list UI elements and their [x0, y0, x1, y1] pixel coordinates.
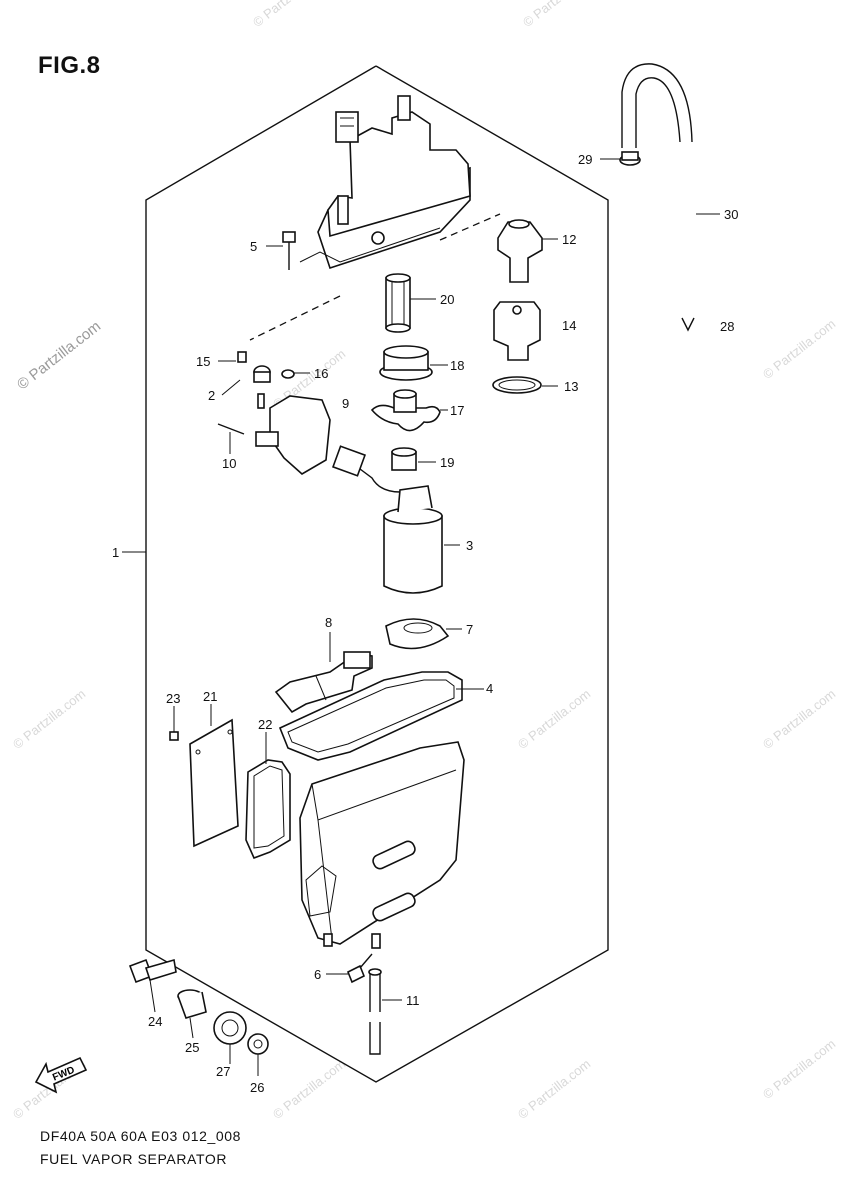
- callout-5: 5: [250, 239, 257, 254]
- model-code: DF40A 50A 60A E03 012_008: [40, 1128, 242, 1144]
- screw-6: [346, 953, 373, 984]
- callout-8: 8: [325, 615, 332, 630]
- hose-30: [621, 63, 693, 148]
- callout-13: 13: [564, 379, 578, 394]
- callout-18: 18: [450, 358, 464, 373]
- gasket-4: [278, 671, 463, 761]
- callout-27: 27: [216, 1064, 230, 1079]
- collar-25: [177, 989, 207, 1019]
- callout-1: 1: [112, 545, 119, 560]
- callout-6: 6: [314, 967, 321, 982]
- callout-25: 25: [185, 1040, 199, 1055]
- callout-12: 12: [562, 232, 576, 247]
- callout-10: 10: [222, 456, 236, 471]
- bracket-9: [255, 395, 331, 475]
- gasket-22: [245, 759, 291, 860]
- clip-28: [681, 317, 695, 332]
- hose-11: [368, 968, 382, 1055]
- callout-7: 7: [466, 622, 473, 637]
- bolt-24: [128, 958, 177, 984]
- callout-17: 17: [450, 403, 464, 418]
- figure-title: FIG.8: [38, 52, 101, 79]
- callout-3: 3: [466, 538, 473, 553]
- screw-5: [282, 231, 296, 270]
- seal-2: [253, 365, 271, 383]
- separator-cover: [299, 95, 471, 270]
- callout-26: 26: [250, 1080, 264, 1095]
- callout-29: 29: [578, 152, 592, 167]
- callout-21: 21: [203, 689, 217, 704]
- cushion-18: [379, 345, 433, 381]
- grommet-27: [213, 1011, 247, 1045]
- callout-2: 2: [208, 388, 215, 403]
- callout-22: 22: [258, 717, 272, 732]
- plate-21: [189, 718, 239, 848]
- screw-23: [169, 731, 179, 741]
- washer-26: [247, 1033, 269, 1055]
- grommet-19: [391, 447, 417, 471]
- callout-30: 30: [724, 207, 738, 222]
- holder-14: [493, 301, 541, 361]
- forward-arrow-label: FWD: [51, 1065, 76, 1084]
- callout-15: 15: [196, 354, 210, 369]
- assembly-outline: [145, 65, 609, 1083]
- forward-arrow-icon: FWD: [34, 1056, 88, 1094]
- o-ring-13: [492, 376, 542, 394]
- assembly-guide-line: [439, 213, 501, 241]
- filter-20: [385, 273, 411, 333]
- leader-lines: [122, 158, 720, 1076]
- callout-23: 23: [166, 691, 180, 706]
- screw-16: [281, 369, 295, 379]
- callout-4: 4: [486, 681, 493, 696]
- pin-10: [217, 423, 245, 435]
- callout-14: 14: [562, 318, 576, 333]
- pin-2: [257, 393, 265, 409]
- plug-15: [237, 351, 247, 363]
- callout-16: 16: [314, 366, 328, 381]
- sensor-8: [274, 651, 373, 714]
- plate-17: [370, 389, 441, 432]
- fuel-pump-3: [331, 445, 443, 594]
- callout-28: 28: [720, 319, 734, 334]
- assembly-guide-line: [249, 295, 341, 341]
- cushion-7: [385, 618, 450, 650]
- callout-19: 19: [440, 455, 454, 470]
- callout-24: 24: [148, 1014, 162, 1029]
- pressure-regulator-12: [497, 219, 543, 283]
- callout-11: 11: [406, 993, 420, 1008]
- clamp-29: [619, 151, 641, 166]
- part-name: FUEL VAPOR SEPARATOR: [40, 1151, 228, 1167]
- callout-9: 9: [342, 396, 349, 411]
- callout-20: 20: [440, 292, 454, 307]
- separator-body: [299, 741, 465, 949]
